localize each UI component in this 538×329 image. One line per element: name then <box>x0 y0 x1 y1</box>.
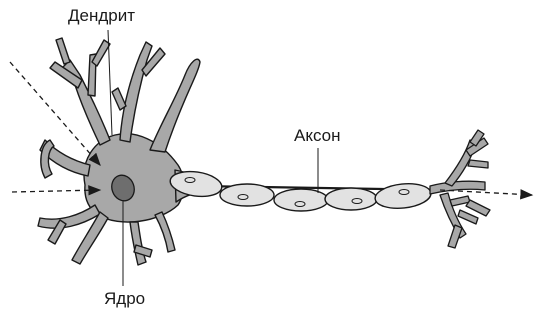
terminal-upper-c <box>468 160 488 168</box>
dendrite-upper-branch-g <box>150 59 200 152</box>
myelin-segment <box>374 181 432 211</box>
dendrite-lower-left-a <box>38 205 100 228</box>
myelin-sheath <box>169 168 433 211</box>
myelin-segment <box>325 188 377 210</box>
leader-dendrite <box>108 30 112 135</box>
myelin-segment <box>274 189 328 211</box>
neuron-body <box>38 38 205 265</box>
label-axon: Аксон <box>294 126 341 146</box>
dendrite-lower-mid <box>130 222 146 265</box>
terminal-lower-b <box>458 210 478 224</box>
dendrite-upper-branch-d <box>92 40 110 66</box>
label-dendrite: Дендрит <box>68 6 135 26</box>
arrow-output <box>440 190 532 195</box>
soma <box>84 134 183 222</box>
dendrite-upper-branch-h <box>112 88 126 110</box>
dendrite-lower-right <box>155 212 175 252</box>
axon-terminal <box>430 130 490 248</box>
dendrite-upper-branch-b <box>56 38 70 64</box>
dendrite-upper-branch-e <box>120 42 152 142</box>
label-nucleus: Ядро <box>104 289 145 309</box>
